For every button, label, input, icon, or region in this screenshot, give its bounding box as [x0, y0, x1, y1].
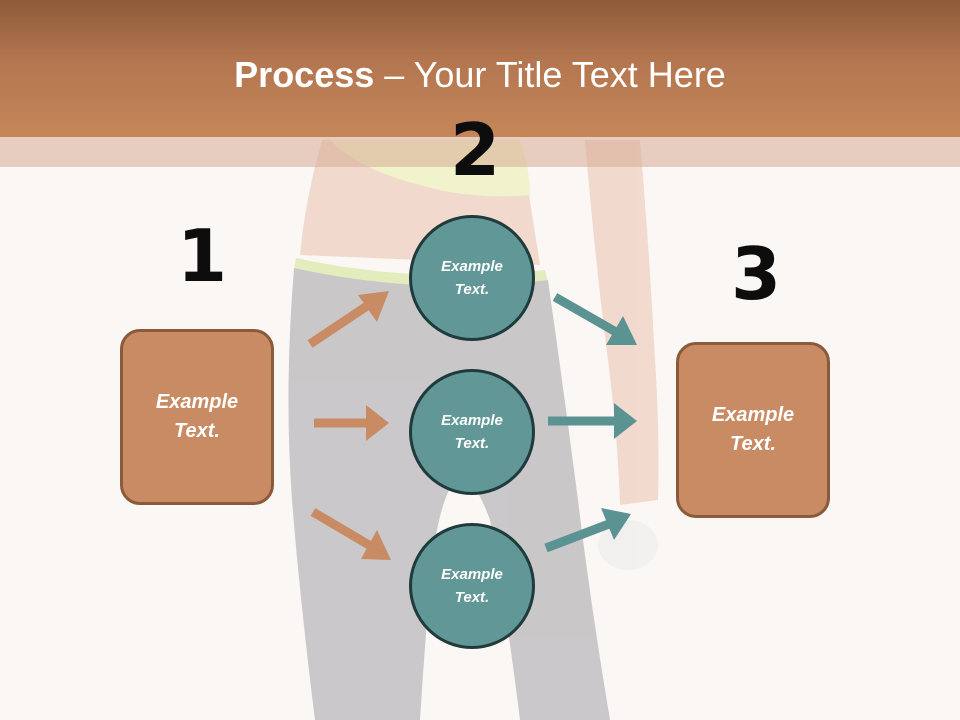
arrow-left-down: [310, 508, 391, 560]
left-box-text: Example Text.: [155, 391, 239, 442]
circle-2-text: Example Text.: [441, 412, 503, 452]
header-band: [0, 137, 960, 167]
right-box-text: Example Text.: [711, 404, 795, 455]
arrow-right-middle: [548, 403, 637, 439]
step-number-3: 3: [731, 232, 782, 316]
step-number-1: 1: [177, 214, 228, 298]
circle-2[interactable]: Example Text.: [409, 369, 535, 495]
arrow-right-down: [544, 508, 631, 553]
title-rest: – Your Title Text Here: [374, 54, 726, 95]
right-box[interactable]: Example Text.: [676, 342, 830, 518]
circle-1-text: Example Text.: [441, 258, 503, 298]
arrow-left-up: [307, 291, 389, 348]
header-bar: [0, 0, 960, 137]
step-number-2: 2: [450, 108, 501, 192]
circle-3-text: Example Text.: [441, 566, 503, 606]
arrow-left-middle: [314, 405, 389, 441]
left-box[interactable]: Example Text.: [120, 329, 274, 505]
circle-1[interactable]: Example Text.: [409, 215, 535, 341]
slide-title: Process – Your Title Text Here: [0, 52, 960, 98]
arrow-right-up: [552, 293, 637, 345]
title-bold: Process: [234, 54, 375, 95]
circle-3[interactable]: Example Text.: [409, 523, 535, 649]
